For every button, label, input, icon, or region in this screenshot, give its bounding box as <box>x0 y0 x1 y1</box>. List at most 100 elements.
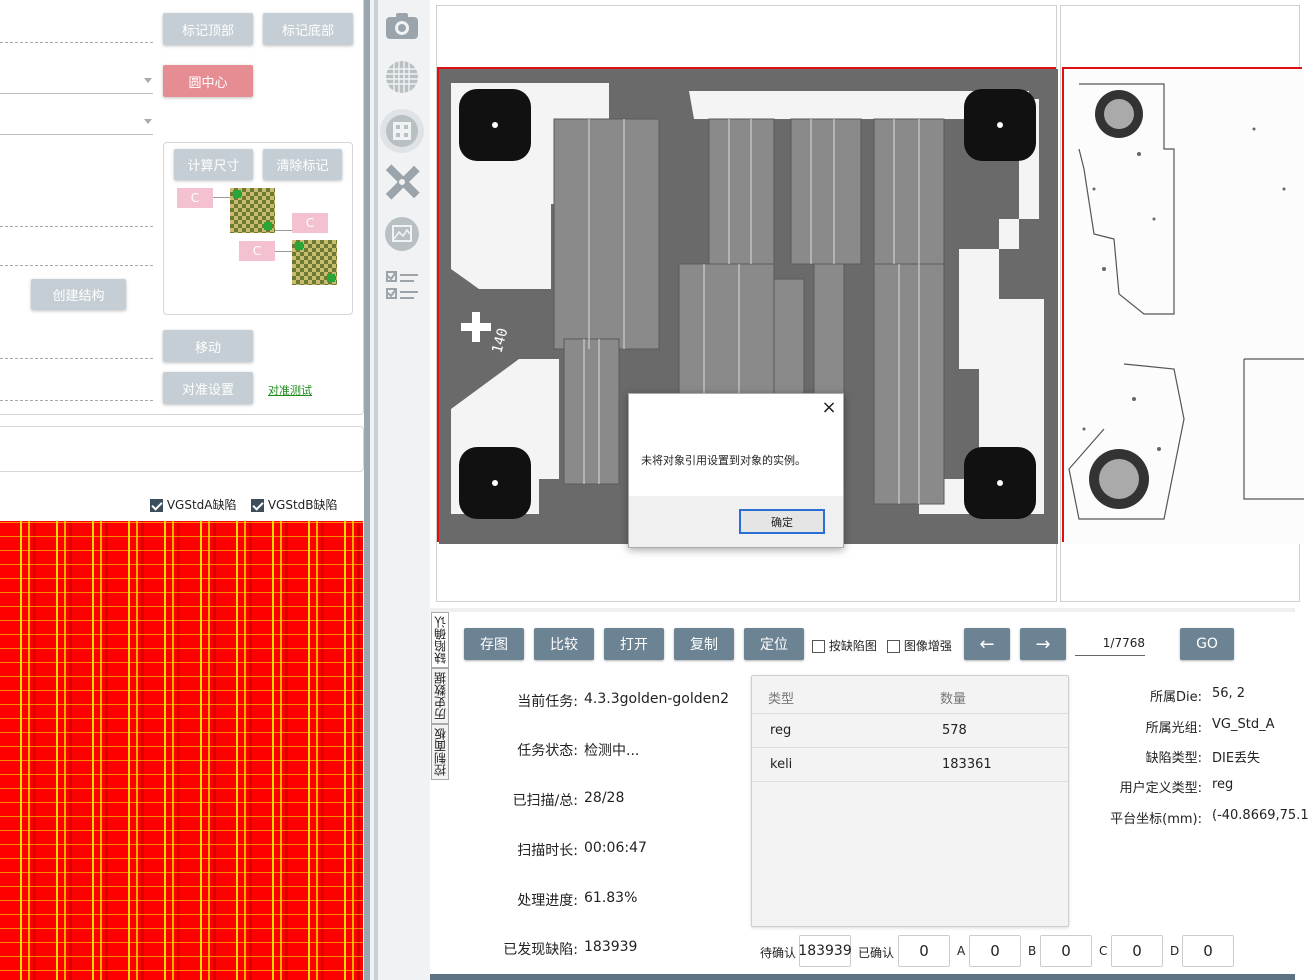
table-row[interactable]: reg 578 <box>752 714 1068 748</box>
prev-button[interactable]: ← <box>964 628 1010 660</box>
image-enhance-option[interactable]: 图像增强 <box>887 637 952 654</box>
move-button[interactable]: 移动 <box>163 330 253 362</box>
chevron-down-icon <box>144 119 152 124</box>
confirmed-input[interactable]: 0 <box>898 935 950 967</box>
image-enhance-checkbox[interactable] <box>887 640 900 653</box>
tab-history-data[interactable]: 历史数据 <box>431 668 449 724</box>
die-value: 56, 2 <box>1212 686 1246 701</box>
mark-top-button[interactable]: 标记顶部 <box>163 13 253 45</box>
d-label: D <box>1170 944 1180 958</box>
coord-value: (-40.8669,75.1 <box>1212 808 1309 823</box>
panel-splitter[interactable] <box>364 0 370 980</box>
progress-value: 61.83% <box>584 890 638 906</box>
defect-type-table: 类型 数量 reg 578 keli 183361 <box>751 675 1069 927</box>
by-defect-image-label: 按缺陷图 <box>828 639 877 653</box>
progress-label: 处理进度: <box>517 893 578 909</box>
create-struct-button[interactable]: 创建结构 <box>31 279 126 310</box>
locate-button[interactable]: 定位 <box>744 628 804 660</box>
clear-marks-button[interactable]: 清除标记 <box>263 149 342 180</box>
a-label: A <box>957 944 966 958</box>
die-label-140: 140 <box>489 326 511 355</box>
table-header-count: 数量 <box>940 692 967 707</box>
die-label: 所属Die: <box>1149 690 1202 705</box>
tab-defect-confirm[interactable]: 缺陷确认 <box>431 612 449 668</box>
dialog-ok-button[interactable]: 确定 <box>739 509 825 534</box>
b-input[interactable]: 0 <box>1040 935 1092 967</box>
bottom-panel-separator <box>430 608 1295 612</box>
c-input[interactable]: 0 <box>1111 935 1163 967</box>
c-label: C <box>1099 944 1108 958</box>
divider <box>0 265 153 266</box>
go-button[interactable]: GO <box>1180 628 1234 660</box>
task-label: 当前任务: <box>517 694 578 710</box>
chevron-down-icon <box>144 78 152 83</box>
divider <box>0 400 153 401</box>
legend-a[interactable]: VGStdA缺陷 <box>150 496 237 513</box>
save-image-button[interactable]: 存图 <box>464 628 524 660</box>
pending-input[interactable]: 183939 <box>798 935 852 967</box>
align-test-link[interactable]: 对准测试 <box>268 384 312 397</box>
user-type-label: 用户定义类型: <box>1119 781 1202 796</box>
a-input[interactable]: 0 <box>969 935 1021 967</box>
by-defect-image-option[interactable]: 按缺陷图 <box>812 637 877 654</box>
tab-control-panel[interactable]: 控制面板 <box>431 724 449 780</box>
row-count: 183361 <box>942 757 992 772</box>
legend-a-checkbox[interactable] <box>150 499 163 512</box>
image-chart-icon[interactable] <box>382 214 422 254</box>
wafer-grid-icon[interactable] <box>382 57 422 97</box>
table-header-type: 类型 <box>768 692 795 707</box>
type-value: DIE丢失 <box>1212 751 1261 766</box>
defect-image[interactable] <box>1062 67 1304 544</box>
dialog-close-button[interactable]: × <box>821 396 837 418</box>
copy-button[interactable]: 复制 <box>674 628 734 660</box>
divider <box>0 42 153 43</box>
coord-label: 平台坐标(mm): <box>1110 812 1202 827</box>
error-dialog: × 未将对象引用设置到对象的实例。 确定 <box>628 393 844 548</box>
checklist-icon[interactable] <box>382 266 422 306</box>
row-count: 578 <box>942 723 967 738</box>
type-label: 缺陷类型: <box>1145 751 1202 766</box>
camera-icon[interactable] <box>382 6 422 46</box>
circle-center-button[interactable]: 圆中心 <box>163 65 253 97</box>
table-row[interactable]: keli 183361 <box>752 748 1068 782</box>
table-header-divider <box>752 713 1068 714</box>
found-label: 已发现缺陷: <box>503 942 578 958</box>
marker-c-label: C <box>177 188 213 208</box>
calc-size-button[interactable]: 计算尺寸 <box>174 149 253 180</box>
bottom-status-strip <box>430 974 1295 980</box>
next-button[interactable]: → <box>1020 628 1066 660</box>
wafer-map[interactable] <box>0 521 363 980</box>
scanned-label: 已扫描/总: <box>512 793 578 809</box>
connector-line <box>213 197 230 198</box>
legend-b-checkbox[interactable] <box>251 499 264 512</box>
checker-marker <box>292 240 337 285</box>
dropdown-2[interactable] <box>0 134 153 135</box>
page-input[interactable]: 1/7768 <box>1075 636 1145 656</box>
divider <box>0 358 153 359</box>
state-value: 检测中... <box>584 743 640 759</box>
marker-dot <box>264 222 272 230</box>
confirmed-label: 已确认 <box>858 946 895 960</box>
task-value: 4.3.3golden-golden2 <box>584 691 730 707</box>
legend-a-label: VGStdA缺陷 <box>166 498 237 512</box>
dropdown-1[interactable] <box>0 93 153 94</box>
compare-button[interactable]: 比较 <box>534 628 594 660</box>
divider <box>0 226 153 227</box>
marker-dot <box>295 242 303 250</box>
side-toolbar-divider <box>374 0 378 980</box>
open-button[interactable]: 打开 <box>604 628 664 660</box>
marker-dot <box>327 274 335 282</box>
d-input[interactable]: 0 <box>1182 935 1234 967</box>
wafer-chip-icon[interactable] <box>379 108 425 154</box>
image-enhance-label: 图像增强 <box>903 639 952 653</box>
ruler-tools-icon[interactable] <box>382 162 422 202</box>
align-settings-button[interactable]: 对准设置 <box>163 372 253 404</box>
marker-dot <box>233 190 241 198</box>
state-label: 任务状态: <box>517 743 578 759</box>
by-defect-image-checkbox[interactable] <box>812 640 825 653</box>
legend-b[interactable]: VGStdB缺陷 <box>251 496 338 513</box>
side-toolbar <box>370 0 430 980</box>
mark-bottom-button[interactable]: 标记底部 <box>263 13 353 45</box>
dialog-message: 未将对象引用设置到对象的实例。 <box>641 454 806 467</box>
row-type: reg <box>770 723 792 738</box>
